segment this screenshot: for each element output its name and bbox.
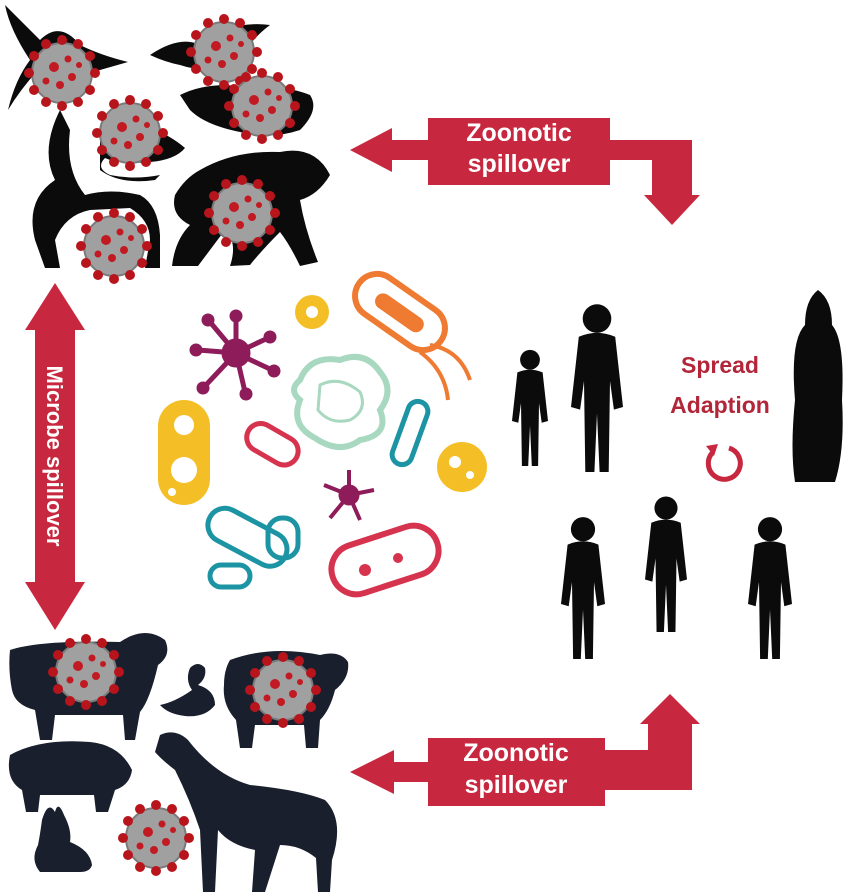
microbe-icon [323, 470, 375, 521]
pig-icon [8, 741, 132, 812]
horse-icon [155, 732, 338, 892]
person-icon [512, 349, 548, 466]
monkey-icon [32, 110, 160, 268]
rabbit-icon [34, 806, 92, 872]
top-spillover-arrow: Zoonotic spillover [350, 118, 700, 225]
duck-icon [160, 664, 215, 717]
virus-icon [117, 799, 195, 877]
microbe-icon [291, 354, 391, 450]
person-icon [792, 290, 843, 482]
microbe-icon [328, 522, 442, 598]
virus-icon [75, 207, 153, 285]
vertical-arrow-label: Microbe spillover [42, 366, 67, 547]
microbe-icon [205, 505, 301, 590]
person-icon [561, 517, 605, 659]
microbes-group [158, 270, 487, 598]
adaption-label: Adaption [670, 392, 770, 418]
microbe-icon [158, 400, 210, 505]
top-arrow-label-line1: Zoonotic [466, 119, 572, 147]
microbe-icon [295, 295, 329, 329]
bottom-arrow-label-line2: spillover [465, 771, 568, 799]
microbe-icon [389, 398, 431, 468]
spread-adaption-block: Spread Adaption [670, 352, 770, 482]
spread-label: Spread [681, 352, 759, 378]
refresh-icon [705, 444, 743, 482]
bottom-spillover-arrow: Zoonotic spillover [350, 694, 700, 806]
people-group [512, 290, 843, 659]
person-icon [571, 304, 623, 472]
person-icon [645, 496, 687, 632]
microbe-icon [244, 421, 301, 468]
microbe-spillover-arrow: Microbe spillover [25, 283, 85, 630]
person-icon [748, 517, 792, 659]
microbe-icon [189, 309, 281, 401]
microbe-icon [437, 442, 487, 492]
bottom-arrow-label-line1: Zoonotic [463, 739, 569, 767]
microbe-icon [352, 270, 472, 401]
top-arrow-label-line2: spillover [468, 150, 571, 178]
